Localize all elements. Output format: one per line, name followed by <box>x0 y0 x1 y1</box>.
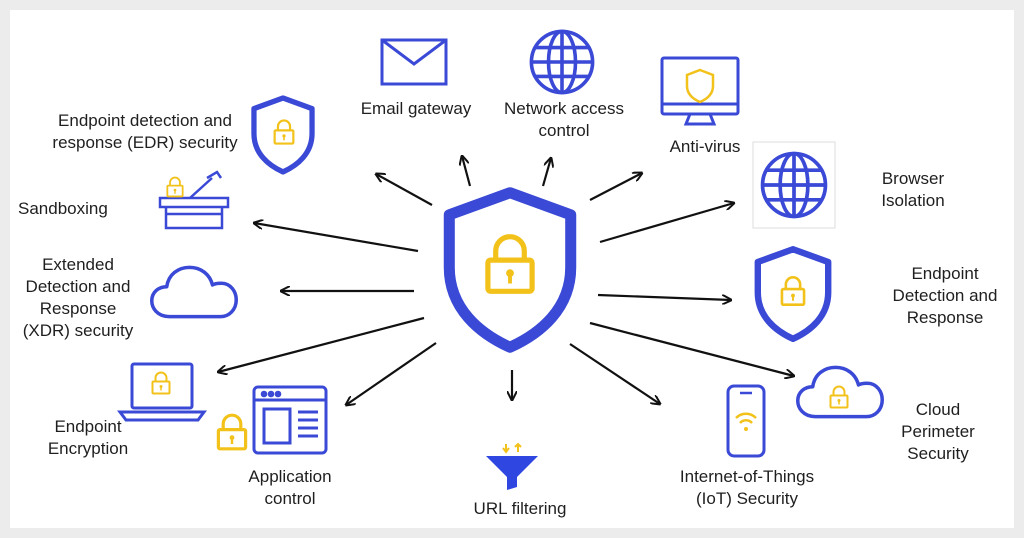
arrow-to-email <box>462 156 472 187</box>
label-email: Email gateway <box>360 99 472 118</box>
browser-globe-icon <box>760 151 828 219</box>
edr2-shield-lock-icon <box>758 249 828 339</box>
cloud-perimeter-icon <box>796 365 884 419</box>
label-xdr: Extended Detection and Response (XDR) se… <box>22 255 134 340</box>
monitor-shield-icon <box>660 56 740 126</box>
laptop-lock-icon <box>117 362 207 422</box>
arrow-to-nac <box>541 158 551 187</box>
diagram-frame: Endpoint detection and response (EDR) se… <box>10 10 1014 528</box>
label-sandboxing: Sandboxing <box>18 199 108 218</box>
label-cloud: Cloud Perimeter Security <box>901 400 975 463</box>
label-browser: Browser Isolation <box>881 169 945 210</box>
browser-window-lock-icon <box>252 385 328 455</box>
label-edr2: Endpoint Detection and Response <box>892 264 998 327</box>
arrow-to-iot <box>569 343 660 404</box>
arrows <box>218 156 794 405</box>
sandbox-lock-icon <box>166 176 184 198</box>
phone-wifi-icon <box>726 384 766 458</box>
label-encryption: Endpoint Encryption <box>47 417 129 458</box>
arrow-to-browser <box>599 203 734 244</box>
arrow-to-cloud <box>589 321 794 376</box>
app-lock-icon <box>216 413 248 451</box>
label-url: URL filtering <box>473 499 567 518</box>
envelope-icon <box>380 38 448 86</box>
arrow-to-antivirus <box>589 173 642 201</box>
label-edr: Endpoint detection and response (EDR) se… <box>52 111 238 152</box>
arrow-to-encryption <box>218 316 425 372</box>
arrow-to-app-control <box>346 342 437 405</box>
diagram-canvas <box>117 29 884 490</box>
arrow-to-sandboxing <box>254 223 419 253</box>
nac-globe-icon <box>529 29 595 95</box>
sandbox-icon <box>158 170 230 230</box>
label-antivirus: Anti-virus <box>669 137 741 156</box>
arrow-to-edr2 <box>597 293 731 300</box>
funnel-icon <box>486 442 538 490</box>
laptop-lock-sub-icon <box>151 371 171 395</box>
xdr-cloud-icon <box>150 265 238 319</box>
edr-shield-lock-icon <box>254 98 312 172</box>
label-app-control: Application control <box>248 467 332 508</box>
label-nac: Network access control <box>504 99 624 140</box>
label-iot: Internet-of-Things (IoT) Security <box>679 467 815 508</box>
arrow-to-edr <box>376 174 433 206</box>
center-shield-lock-icon <box>449 193 570 348</box>
